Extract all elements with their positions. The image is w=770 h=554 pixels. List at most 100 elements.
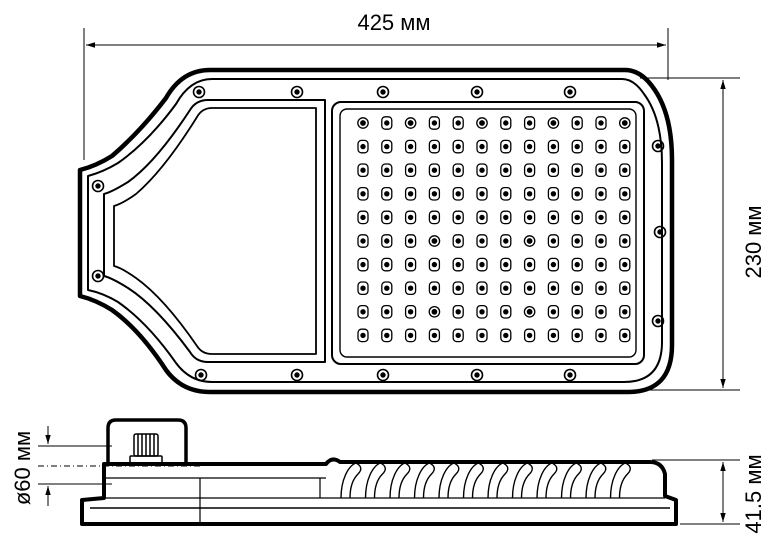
led-cell xyxy=(500,163,512,178)
led-cell xyxy=(357,210,369,225)
led-cell xyxy=(619,139,631,154)
led-cell xyxy=(571,116,583,130)
led-cell xyxy=(476,257,488,272)
led-cell xyxy=(357,281,369,296)
led-cell xyxy=(595,281,607,296)
top-view xyxy=(77,67,675,395)
led-cell xyxy=(357,139,369,154)
fin xyxy=(560,462,582,499)
led-cell xyxy=(571,210,583,225)
led-cell xyxy=(428,163,441,178)
led-cell xyxy=(476,234,488,248)
led-cell xyxy=(619,281,631,296)
led-cell xyxy=(595,116,607,130)
led-cell xyxy=(428,305,441,318)
led-cell xyxy=(381,163,393,178)
led-cell xyxy=(404,163,417,178)
fin xyxy=(487,462,509,499)
led-cell xyxy=(571,281,583,296)
led-cell xyxy=(428,116,441,130)
led-cell xyxy=(619,257,631,272)
led-cell xyxy=(381,234,393,248)
screw xyxy=(563,85,577,99)
led-cell xyxy=(428,281,441,296)
fin xyxy=(438,462,460,499)
screw xyxy=(376,85,390,99)
led-cell xyxy=(404,210,417,225)
led-cell xyxy=(476,210,488,225)
led-cell xyxy=(618,117,631,129)
led-cell xyxy=(404,281,417,296)
led-cell xyxy=(452,139,464,154)
fin xyxy=(389,462,411,499)
fin xyxy=(413,462,435,499)
led-cell xyxy=(476,186,488,201)
led-cell xyxy=(500,304,512,319)
screw xyxy=(290,368,304,382)
profile-height-label: 41.5 мм xyxy=(741,454,766,533)
fin xyxy=(609,462,631,499)
led-cell xyxy=(523,139,536,154)
led-cell xyxy=(404,117,417,129)
led-cell xyxy=(357,234,369,248)
led-cell xyxy=(547,117,560,129)
led-cell xyxy=(357,186,369,201)
led-cell xyxy=(476,328,488,343)
led-cell xyxy=(428,139,441,154)
led-cell xyxy=(571,304,583,319)
housing-outer-outline xyxy=(77,67,675,395)
screw xyxy=(470,85,484,99)
led-cell xyxy=(404,186,417,201)
fin xyxy=(364,462,386,499)
screw xyxy=(563,368,577,382)
led-cell xyxy=(500,234,512,248)
led-cell xyxy=(547,163,560,178)
led-grid xyxy=(357,116,631,343)
led-cell xyxy=(428,328,441,343)
led-cell xyxy=(571,139,583,154)
led-cell xyxy=(619,304,631,319)
led-cell xyxy=(523,210,536,225)
led-cell xyxy=(381,210,393,225)
screw xyxy=(192,85,206,99)
cable-gland xyxy=(129,433,163,465)
led-cell xyxy=(381,304,393,319)
led-cell xyxy=(404,328,417,343)
led-cell xyxy=(547,304,560,319)
screw xyxy=(651,314,665,328)
side-body-outline xyxy=(80,457,678,526)
led-cell xyxy=(523,163,536,178)
led-cell xyxy=(428,235,441,247)
led-cell xyxy=(452,281,464,296)
led-cell xyxy=(381,257,393,272)
led-cell xyxy=(357,163,369,178)
led-cell xyxy=(547,328,560,343)
housing-inner-outline xyxy=(87,78,663,383)
led-cell xyxy=(547,234,560,248)
led-cell xyxy=(428,186,441,201)
led-cell xyxy=(619,210,631,225)
fin xyxy=(340,462,362,499)
led-cell xyxy=(357,328,369,343)
screw xyxy=(290,85,304,99)
led-cell xyxy=(500,328,512,343)
profile-height-dimension xyxy=(652,459,740,525)
screw xyxy=(91,269,105,283)
led-cell xyxy=(523,116,536,130)
led-cell xyxy=(547,139,560,154)
led-cell xyxy=(452,186,464,201)
led-cell xyxy=(523,305,536,318)
fin xyxy=(585,462,607,499)
led-cell xyxy=(619,234,631,248)
led-cell xyxy=(476,281,488,296)
screw xyxy=(470,368,484,382)
gear-compartment-inner xyxy=(113,107,317,355)
led-cell xyxy=(452,328,464,343)
led-cell xyxy=(452,234,464,248)
led-cell xyxy=(547,210,560,225)
width-label: 425 мм xyxy=(357,10,430,35)
led-cell xyxy=(595,257,607,272)
led-cell xyxy=(381,139,393,154)
led-cell xyxy=(381,328,393,343)
